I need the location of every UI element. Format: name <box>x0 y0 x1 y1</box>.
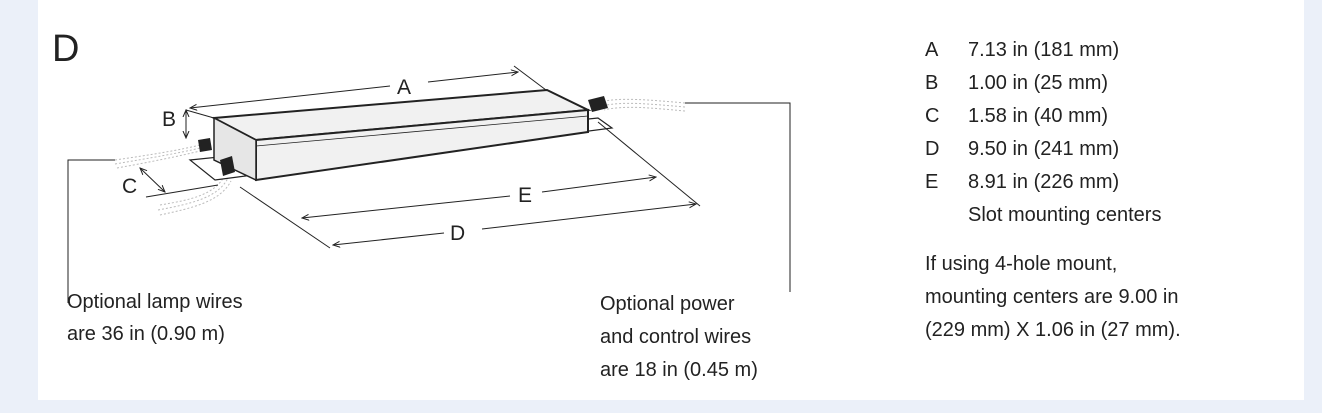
power-wires-callout-line1: Optional power <box>600 293 735 315</box>
dim-label-e: E <box>518 184 532 207</box>
dim-label-a: A <box>397 76 411 99</box>
note-line: (229 mm) X 1.06 in (27 mm). <box>925 319 1181 341</box>
lamp-wires <box>114 98 686 216</box>
lamp-wires-callout-line1: Optional lamp wires <box>67 291 243 313</box>
power-wires-callout-line3: are 18 in (0.45 m) <box>600 359 758 381</box>
dimension-row: C 1.58 in (40 mm) <box>925 100 1161 133</box>
dimension-list: A 7.13 in (181 mm) B 1.00 in (25 mm) C 1.58… <box>925 34 1161 232</box>
dimension-row: A 7.13 in (181 mm) <box>925 34 1161 67</box>
dimension-row: D 9.50 in (241 mm) <box>925 133 1161 166</box>
mounting-note: If using 4-hole mount, mounting centers … <box>925 248 1181 347</box>
dimension-value: 7.13 in (181 mm) <box>968 39 1120 61</box>
dimension-key: B <box>925 72 939 94</box>
lamp-wires-callout-line2: are 36 in (0.90 m) <box>67 323 225 345</box>
dimension-value: 8.91 in (226 mm) <box>968 171 1120 193</box>
dim-label-b: B <box>162 108 176 131</box>
note-line: If using 4-hole mount, <box>925 253 1118 275</box>
dimension-value: 9.50 in (241 mm) <box>968 138 1120 160</box>
dimension-key <box>925 199 968 232</box>
dimension-key: D <box>925 138 940 160</box>
ballast-box <box>210 88 592 182</box>
dimension-key: A <box>925 39 939 61</box>
diagram-panel <box>38 0 1304 400</box>
dimension-value: 1.00 in (25 mm) <box>968 72 1109 94</box>
dimension-key: E <box>925 171 939 193</box>
dimension-row: E 8.91 in (226 mm) <box>925 166 1161 199</box>
note-line: mounting centers are 9.00 in <box>925 286 1179 308</box>
power-wire-leader <box>685 102 791 292</box>
dimension-row: Slot mounting centers <box>925 199 1161 232</box>
dimension-value: 1.58 in (40 mm) <box>968 105 1109 127</box>
dimension-key: C <box>925 105 940 127</box>
connectors <box>198 96 608 176</box>
dimension-value: Slot mounting centers <box>968 204 1162 226</box>
lamp-wire-leader <box>67 159 115 303</box>
dim-label-d: D <box>450 222 465 245</box>
power-wires-callout-line2: and control wires <box>600 326 752 348</box>
dim-label-c: C <box>122 175 137 198</box>
dimension-row: B 1.00 in (25 mm) <box>925 67 1161 100</box>
figure-label: D <box>52 28 80 70</box>
